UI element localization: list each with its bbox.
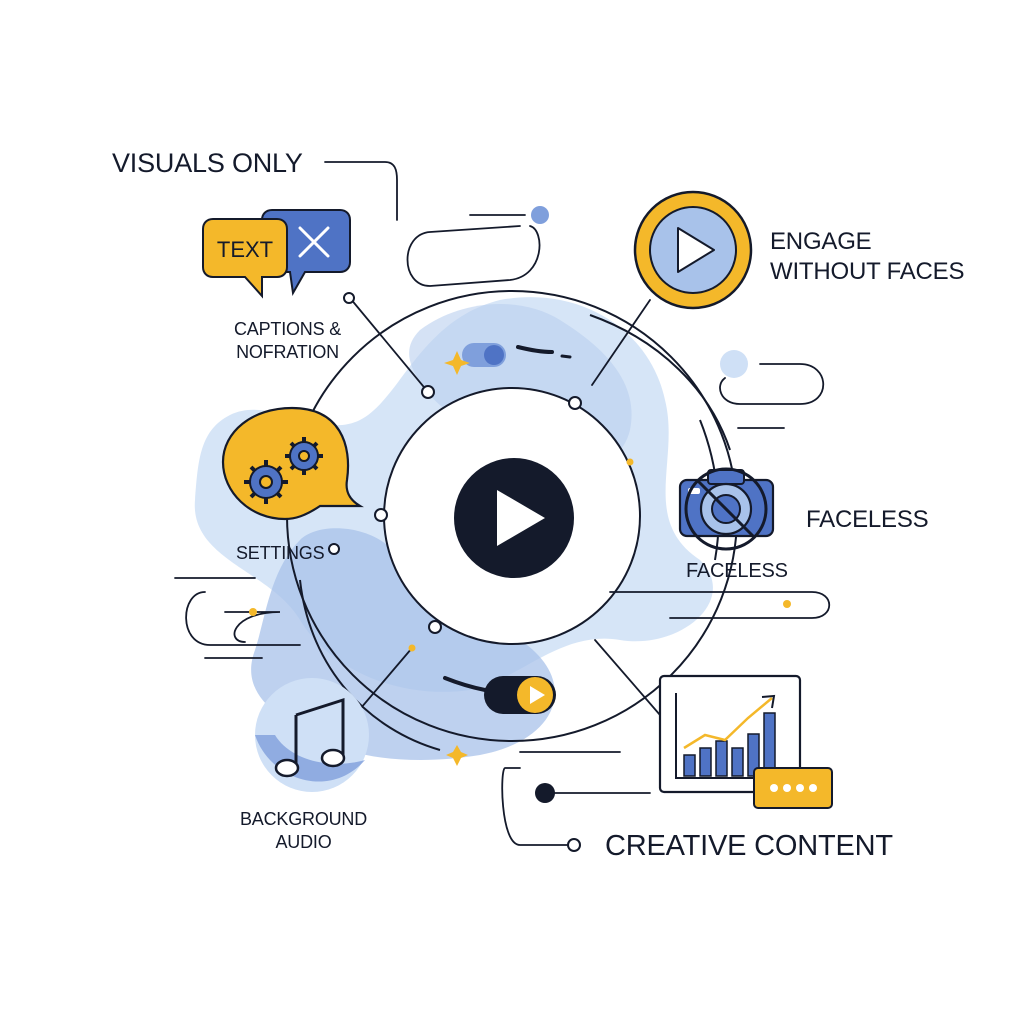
text-bubble-icon: TEXT [202,209,351,299]
line-chart [594,639,661,716]
music-note-icon [255,678,369,792]
creative-content-label: CREATIVE CONTENT [605,830,893,862]
dot-yellow-4 [408,644,416,652]
gears-icon [244,437,323,504]
line-faceless-loop [609,591,830,619]
gears-bubble [221,406,364,521]
trend-arrow-icon [683,697,773,750]
captions-line-1: CAPTIONS & [234,319,342,339]
ring-nodes [328,292,582,852]
close-icon [298,226,330,258]
line-top-swirl [406,214,541,287]
more-dots-icon [753,767,833,809]
dot-right-pale [720,350,748,378]
node-lower-left [428,620,442,634]
line-left-loop [174,577,301,646]
engage-play-icon [633,190,753,310]
line-captions [349,297,429,393]
settings-label: SETTINGS [236,543,325,563]
node-upper-right [568,396,582,410]
visuals-only-label: VISUALS ONLY [112,148,303,178]
bar-chart-icon [658,674,833,809]
dot-top-blue [531,206,549,224]
node-upper-left [421,385,435,399]
center-play[interactable] [454,458,574,578]
engage-line-2: WITHOUT FACES [770,258,965,285]
engage-label: ENGAGE WITHOUT FACES [770,227,965,287]
play-icon[interactable] [497,490,545,546]
chart-bar [683,754,696,777]
accent-dots [249,206,791,803]
line-top-dash2 [560,354,572,359]
faceless-right-label: FACELESS [806,506,929,533]
yellow-bubble [202,218,288,299]
sparkle-icon [444,351,470,375]
dot-bottom-navy [535,783,555,803]
line-bottom-dash-thick [443,676,487,692]
text-bubble-label: TEXT [217,237,273,262]
sparkle-icon-bottom [446,745,468,766]
chart-bar [763,712,776,777]
line-bottom-loop [501,767,651,846]
dot-yellow-1 [626,458,634,466]
background-audio-label: BACKGROUND AUDIO [240,808,367,854]
engage-line-1: ENGAGE [770,228,872,255]
node-captions [343,292,355,304]
toggle-play-icon [530,686,545,704]
captions-line-2: NOFRATION [236,342,339,362]
no-face-slash-icon [684,467,768,551]
background-line-1: BACKGROUND [240,809,368,829]
toggle-bottom [484,676,556,714]
line-visuals [324,161,398,221]
engage-play-triangle [677,227,715,273]
arc-top-right [589,314,731,451]
chart-bar [699,747,712,777]
captions-label: CAPTIONS & NOFRATION [234,318,341,364]
sparkles [444,351,470,766]
connector-lines [174,161,830,846]
line-top-dash [516,345,554,354]
chart-bar [715,740,728,777]
toggle-top [462,343,506,367]
node-settings [328,543,340,555]
line-engage [591,299,651,386]
camera-icon [678,467,775,551]
chart-bar [731,747,744,777]
dot-yellow-3 [249,608,257,616]
faceless-camera-label: FACELESS [686,560,788,582]
line-right-swirl [719,363,825,405]
dot-yellow-2 [783,600,791,608]
line-music [354,647,413,716]
node-left [374,508,388,522]
node-bottom-loop [567,838,581,852]
background-line-2: AUDIO [275,832,332,852]
